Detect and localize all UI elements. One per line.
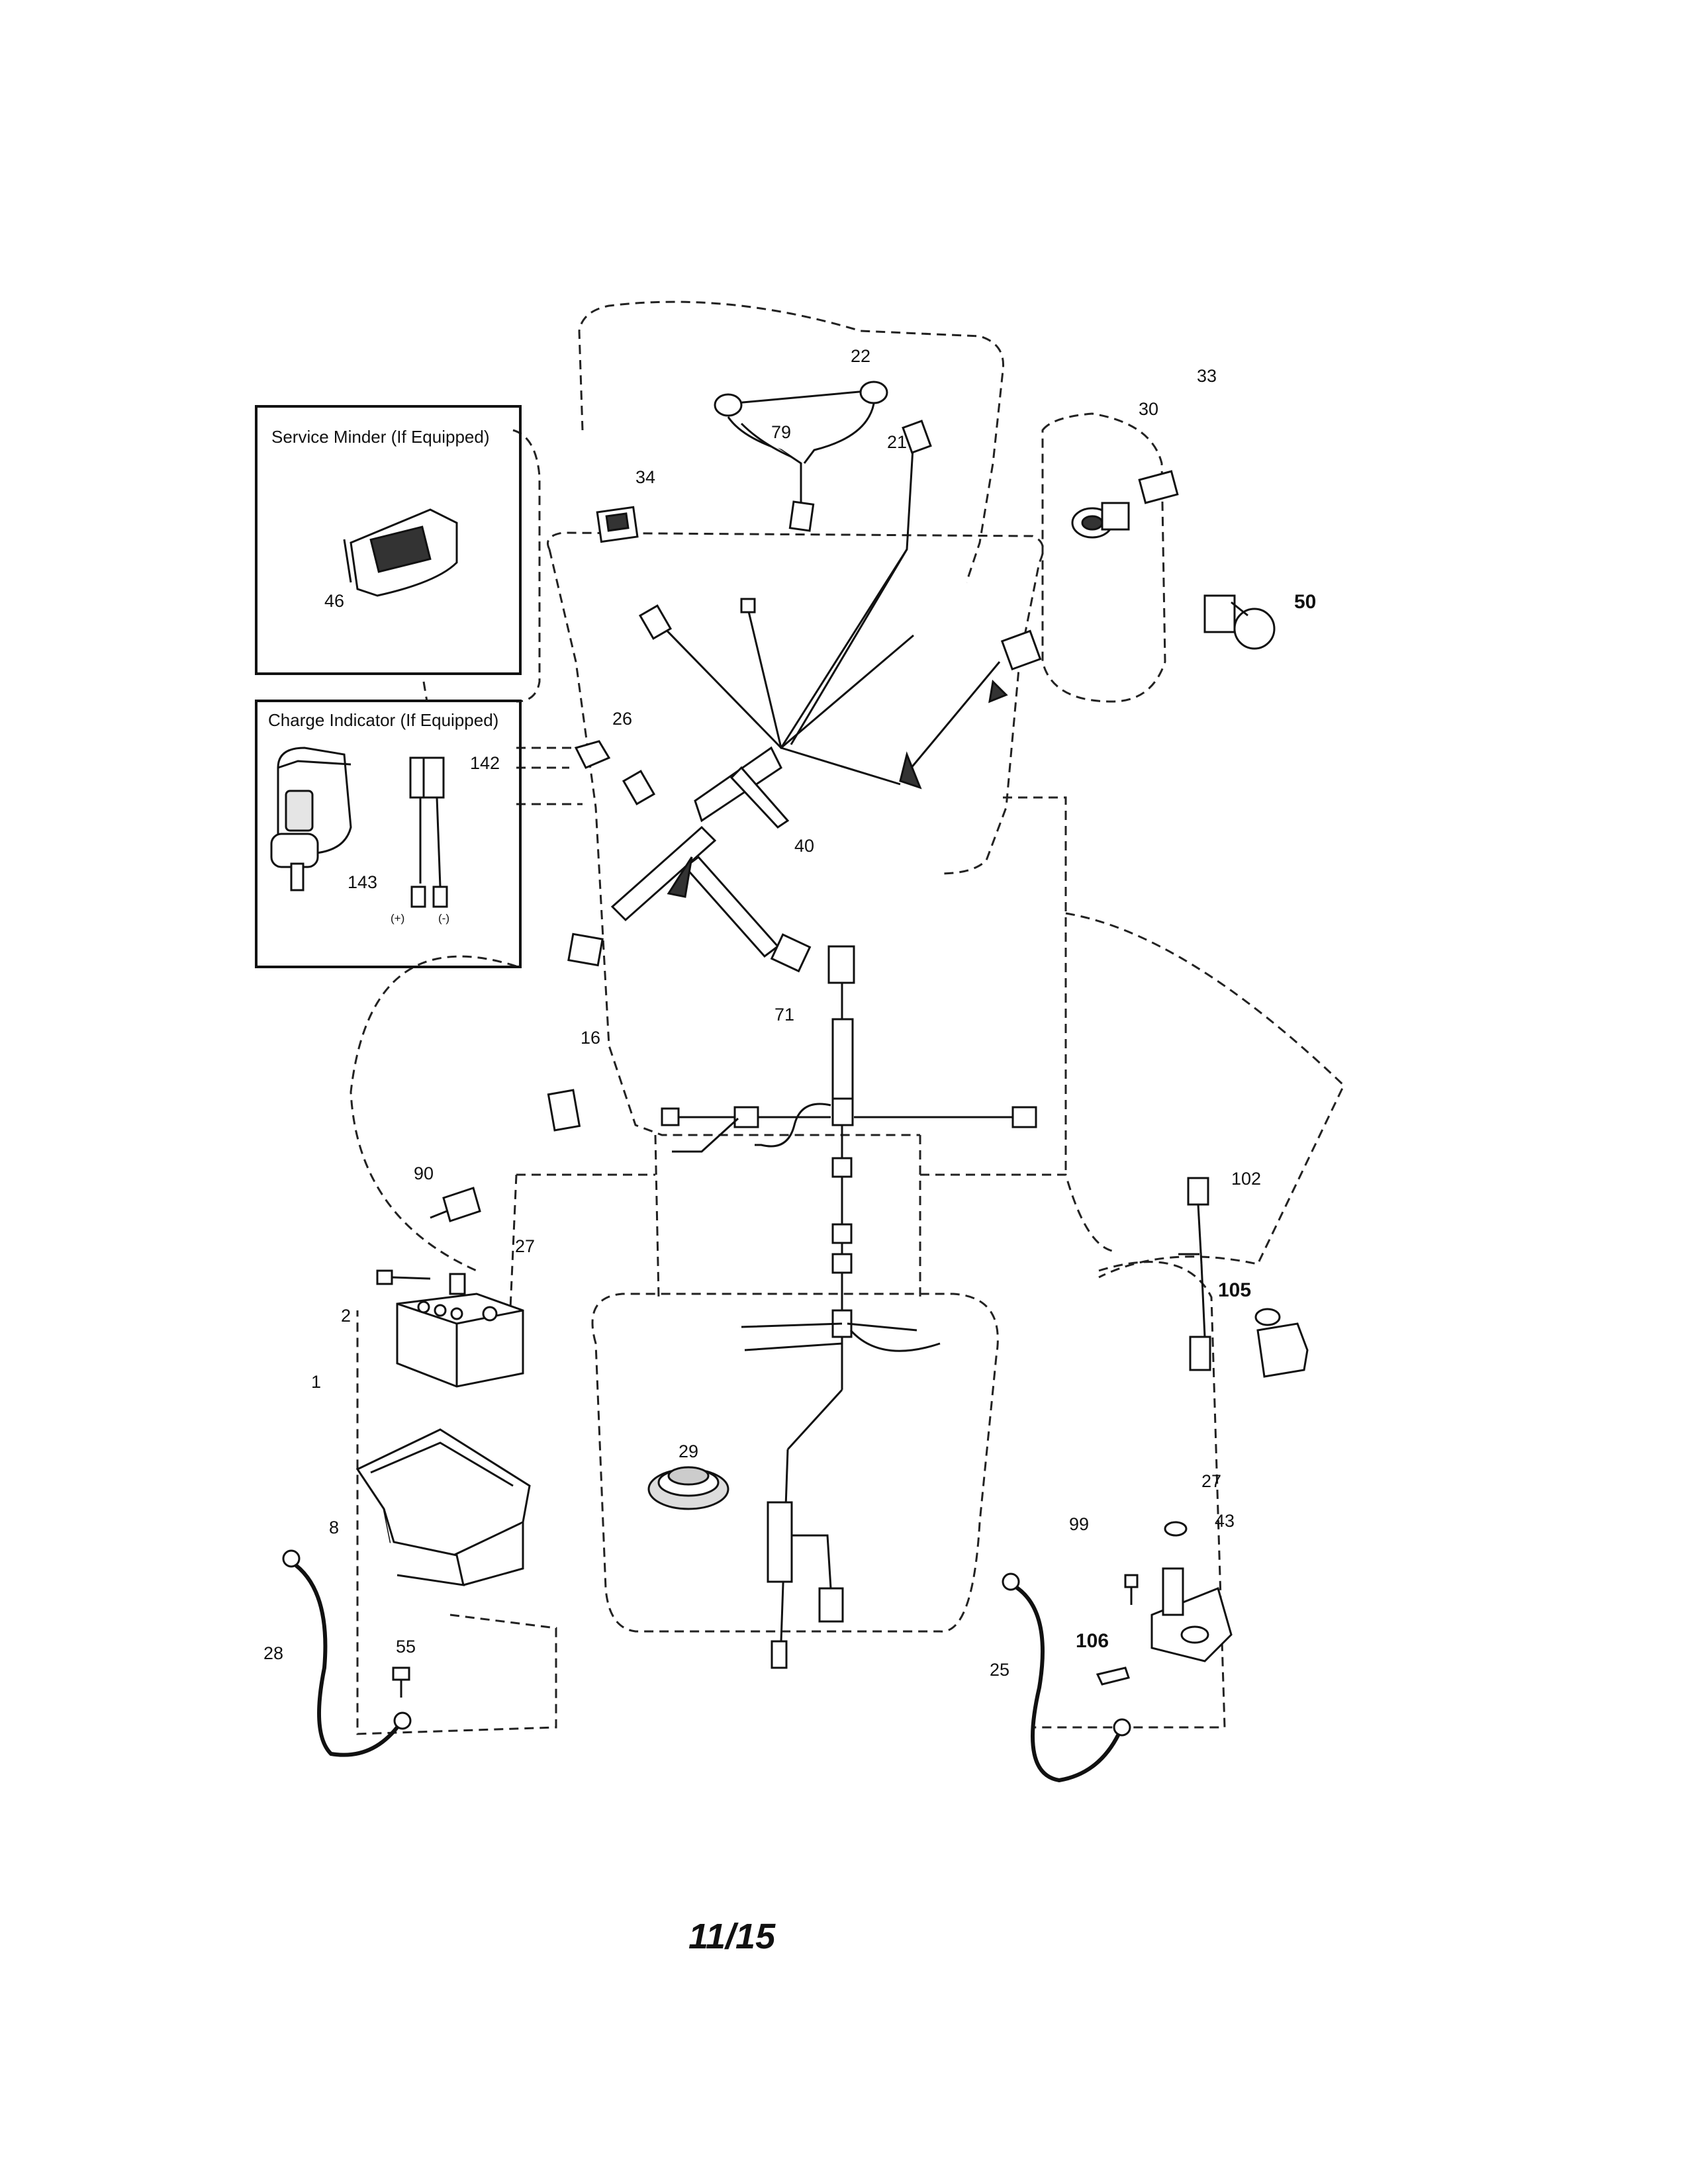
battery-tray	[355, 1428, 531, 1586]
hood-outline	[578, 300, 1005, 583]
callout-143: 143	[348, 872, 378, 892]
ignition-switch	[1071, 502, 1130, 539]
frame-left-outline	[548, 549, 920, 1136]
battery-positive-cable	[1011, 1583, 1121, 1783]
headlight-switch	[596, 506, 639, 543]
callout-22: 22	[851, 346, 871, 366]
callout-30: 30	[1139, 399, 1159, 419]
callout-106: 106	[1076, 1630, 1109, 1652]
callout-142: 142	[470, 753, 500, 773]
charge-indicator-connector-line	[516, 747, 583, 805]
starter-mount	[1150, 1521, 1233, 1662]
right-fender-outline	[1065, 912, 1345, 1279]
rear-wiring-harness	[661, 945, 1037, 1669]
callout-34: 34	[635, 467, 656, 487]
callout-40: 40	[794, 836, 815, 856]
ignition-connector	[1138, 470, 1179, 504]
fuse-holder	[574, 740, 611, 769]
polarity-positive-label: (+)	[391, 912, 405, 925]
callout-102: 102	[1231, 1169, 1262, 1189]
left-frame-line	[508, 1173, 655, 1324]
right-rear-outline	[1033, 1261, 1226, 1729]
callout-71: 71	[774, 1005, 795, 1024]
main-wiring-harness	[638, 420, 1042, 790]
charge-indicator-title: Charge Indicator (If Equipped)	[268, 710, 499, 730]
callout-25: 25	[990, 1660, 1010, 1680]
right-frame-vertical	[1003, 796, 1067, 1175]
callout-26: 26	[612, 709, 633, 729]
callout-27-mount: 27	[1201, 1471, 1222, 1491]
relay	[547, 1089, 581, 1132]
callout-1: 1	[311, 1372, 322, 1392]
service-minder-title: Service Minder (If Equipped)	[271, 427, 490, 447]
charge-indicator-inset	[255, 700, 522, 968]
seat-switch	[430, 1187, 481, 1222]
dash-panel-outline	[547, 531, 1045, 875]
page-number: 11/15	[688, 1917, 776, 1956]
headlight-harness	[714, 381, 888, 532]
callout-29: 29	[679, 1441, 699, 1461]
battery	[396, 1293, 524, 1388]
charge-indicator-harness	[409, 756, 448, 908]
rear-fender-outline	[356, 1310, 557, 1735]
callout-33: 33	[1197, 366, 1217, 386]
tray-screw	[392, 1666, 410, 1698]
solenoid-harness	[1178, 1177, 1211, 1371]
ignition-area-outline	[1041, 412, 1166, 703]
callout-90: 90	[414, 1163, 434, 1183]
left-fender-arc	[350, 955, 517, 1272]
callout-28: 28	[263, 1643, 284, 1663]
mount-screw	[1124, 1574, 1139, 1605]
callout-46: 46	[324, 591, 345, 611]
service-minder-inset	[255, 405, 522, 675]
callout-79: 79	[771, 422, 792, 442]
service-minder-connector-line	[422, 429, 541, 703]
harness-bundle	[567, 746, 812, 973]
battery-ground-cable	[290, 1560, 399, 1757]
battery-bolt	[376, 1269, 466, 1295]
callout-99: 99	[1069, 1514, 1090, 1534]
callout-105: 105	[1218, 1279, 1252, 1301]
pto-switch	[1203, 594, 1276, 650]
callout-16: 16	[581, 1028, 601, 1048]
callout-50: 50	[1294, 591, 1317, 613]
solenoid	[1254, 1308, 1309, 1378]
callout-55: 55	[396, 1637, 416, 1657]
seat-outline	[654, 1134, 921, 1298]
callout-21: 21	[887, 432, 908, 452]
callout-43: 43	[1215, 1511, 1235, 1531]
wire-clip	[1096, 1666, 1130, 1686]
callout-8: 8	[329, 1518, 340, 1537]
right-frame-line	[920, 1173, 1113, 1252]
grommet	[647, 1466, 729, 1510]
service-minder-gauge	[343, 508, 458, 597]
callout-2: 2	[341, 1306, 352, 1326]
charge-indicator-gauge	[270, 747, 352, 891]
callout-27-battery: 27	[515, 1236, 536, 1256]
polarity-negative-label: (-)	[438, 912, 449, 925]
